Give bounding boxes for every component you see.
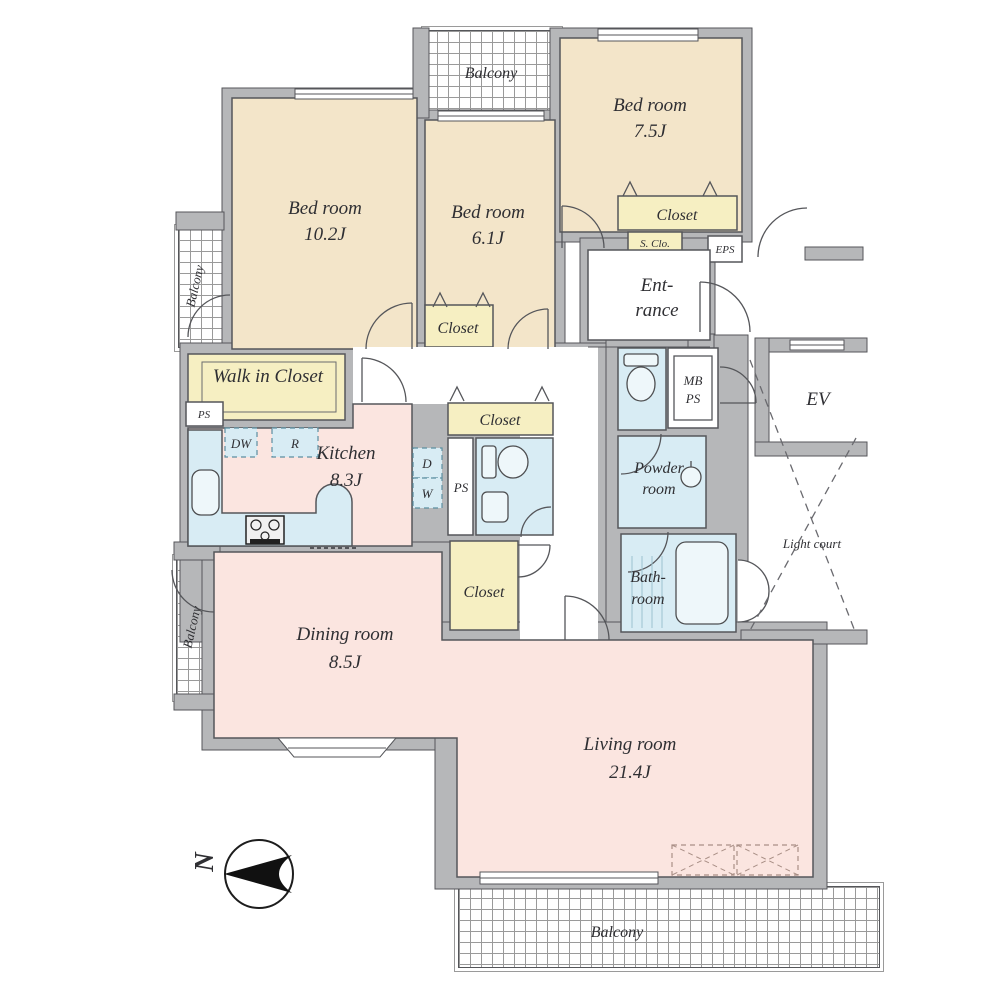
balcony-top-label: Balcony <box>465 65 518 82</box>
closet-hall-room <box>447 402 554 436</box>
windows <box>276 28 845 885</box>
balcony-bottom <box>454 882 884 972</box>
eps-shaft <box>707 235 743 263</box>
bathtub <box>675 541 729 625</box>
room-interiors <box>185 37 814 878</box>
closet-hall-label: Closet <box>480 412 521 429</box>
mb-ps-shaft <box>667 347 719 429</box>
storage-hatches <box>671 844 799 876</box>
living-area: 21.4J <box>609 762 652 783</box>
entrance-label-2: rance <box>635 300 678 321</box>
toilet-2 <box>623 353 659 402</box>
dryer-label: D <box>421 456 432 471</box>
walk-in-closet-label: Walk in Closet <box>213 366 324 387</box>
mb-ps-label-2: PS <box>685 391 701 406</box>
refrigerator-label: R <box>290 436 299 451</box>
closet-bedroom7-room <box>617 195 738 231</box>
dining-label: Dining room <box>296 624 394 645</box>
compass: N <box>189 839 294 909</box>
ps-left-label: PS <box>197 409 211 421</box>
entrance-room <box>587 249 711 341</box>
refrigerator-box <box>271 427 319 458</box>
doors <box>171 180 808 641</box>
ps-center-shaft <box>447 437 474 536</box>
closet-lower-label: Closet <box>464 584 505 601</box>
labels: Balcony Bed room 10.2J Bed room 6.1J Bed… <box>180 65 842 941</box>
dishwasher-label: DW <box>230 436 252 451</box>
bathroom-label-1: Bath- <box>630 569 666 586</box>
compass-north-label: N <box>189 851 219 873</box>
bedroom6-label: Bed room <box>451 202 525 223</box>
light-court <box>747 359 857 635</box>
bedroom10-area: 10.2J <box>304 224 347 245</box>
dryer-box <box>412 447 443 479</box>
kitchen-area: 8.3J <box>330 470 364 491</box>
kitchen-counter <box>187 429 353 547</box>
bedroom-10-2j-room <box>231 97 418 350</box>
bedroom7-area: 7.5J <box>634 121 668 142</box>
balcony-left-upper-label: Balcony <box>183 263 207 308</box>
ps-center-label: PS <box>453 480 469 495</box>
ev-label: EV <box>805 389 832 410</box>
light-court-label: Light court <box>782 536 842 551</box>
eps-label: EPS <box>715 244 735 256</box>
powder-label-1: Powder <box>633 460 685 477</box>
ps-left-shaft <box>185 401 224 427</box>
closet-bedroom7-label: Closet <box>657 207 698 224</box>
powder-label-2: room <box>642 481 675 498</box>
fixtures <box>191 353 770 628</box>
washer-label: W <box>422 486 434 501</box>
bedroom6-area: 6.1J <box>472 228 506 249</box>
dining-area: 8.5J <box>329 652 363 673</box>
dishwasher-box <box>224 427 258 458</box>
mb-ps-label-1: MB <box>683 373 703 388</box>
balcony-bottom-label: Balcony <box>591 924 644 941</box>
entrance-label-1: Ent- <box>640 275 674 296</box>
wash-basin <box>481 491 509 523</box>
living-label: Living room <box>583 734 677 755</box>
bow-window <box>737 559 770 623</box>
bathroom-label-2: room <box>631 591 664 608</box>
bath-floor-lines <box>631 556 663 628</box>
powder-sink <box>680 461 702 488</box>
toilet <box>481 445 529 479</box>
balcony-top <box>421 26 563 122</box>
compass-north-arrow <box>224 855 292 893</box>
bedroom10-label: Bed room <box>288 198 362 219</box>
closet-bedroom6-label: Closet <box>438 320 479 337</box>
stove <box>245 515 285 545</box>
washer-box <box>412 477 443 509</box>
kitchen-sink <box>191 469 220 516</box>
kitchen-label: Kitchen <box>315 443 375 464</box>
closet-bedroom6-room <box>424 304 494 348</box>
closet-lower-room <box>449 540 519 631</box>
bedroom7-label: Bed room <box>613 95 687 116</box>
shoe-closet-label: S. Clo. <box>640 238 670 250</box>
